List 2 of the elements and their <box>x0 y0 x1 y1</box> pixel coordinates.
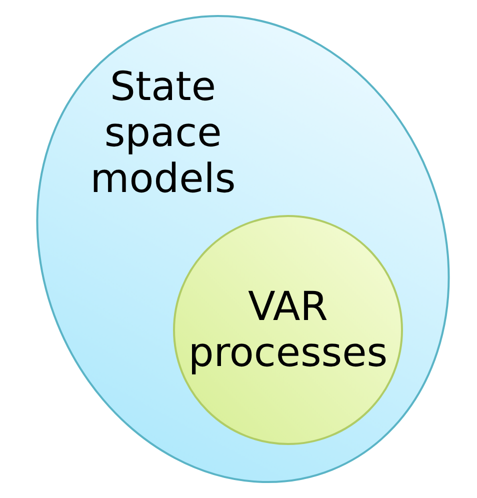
set-label: State space models <box>89 64 237 202</box>
set-label: VAR processes <box>188 284 388 376</box>
